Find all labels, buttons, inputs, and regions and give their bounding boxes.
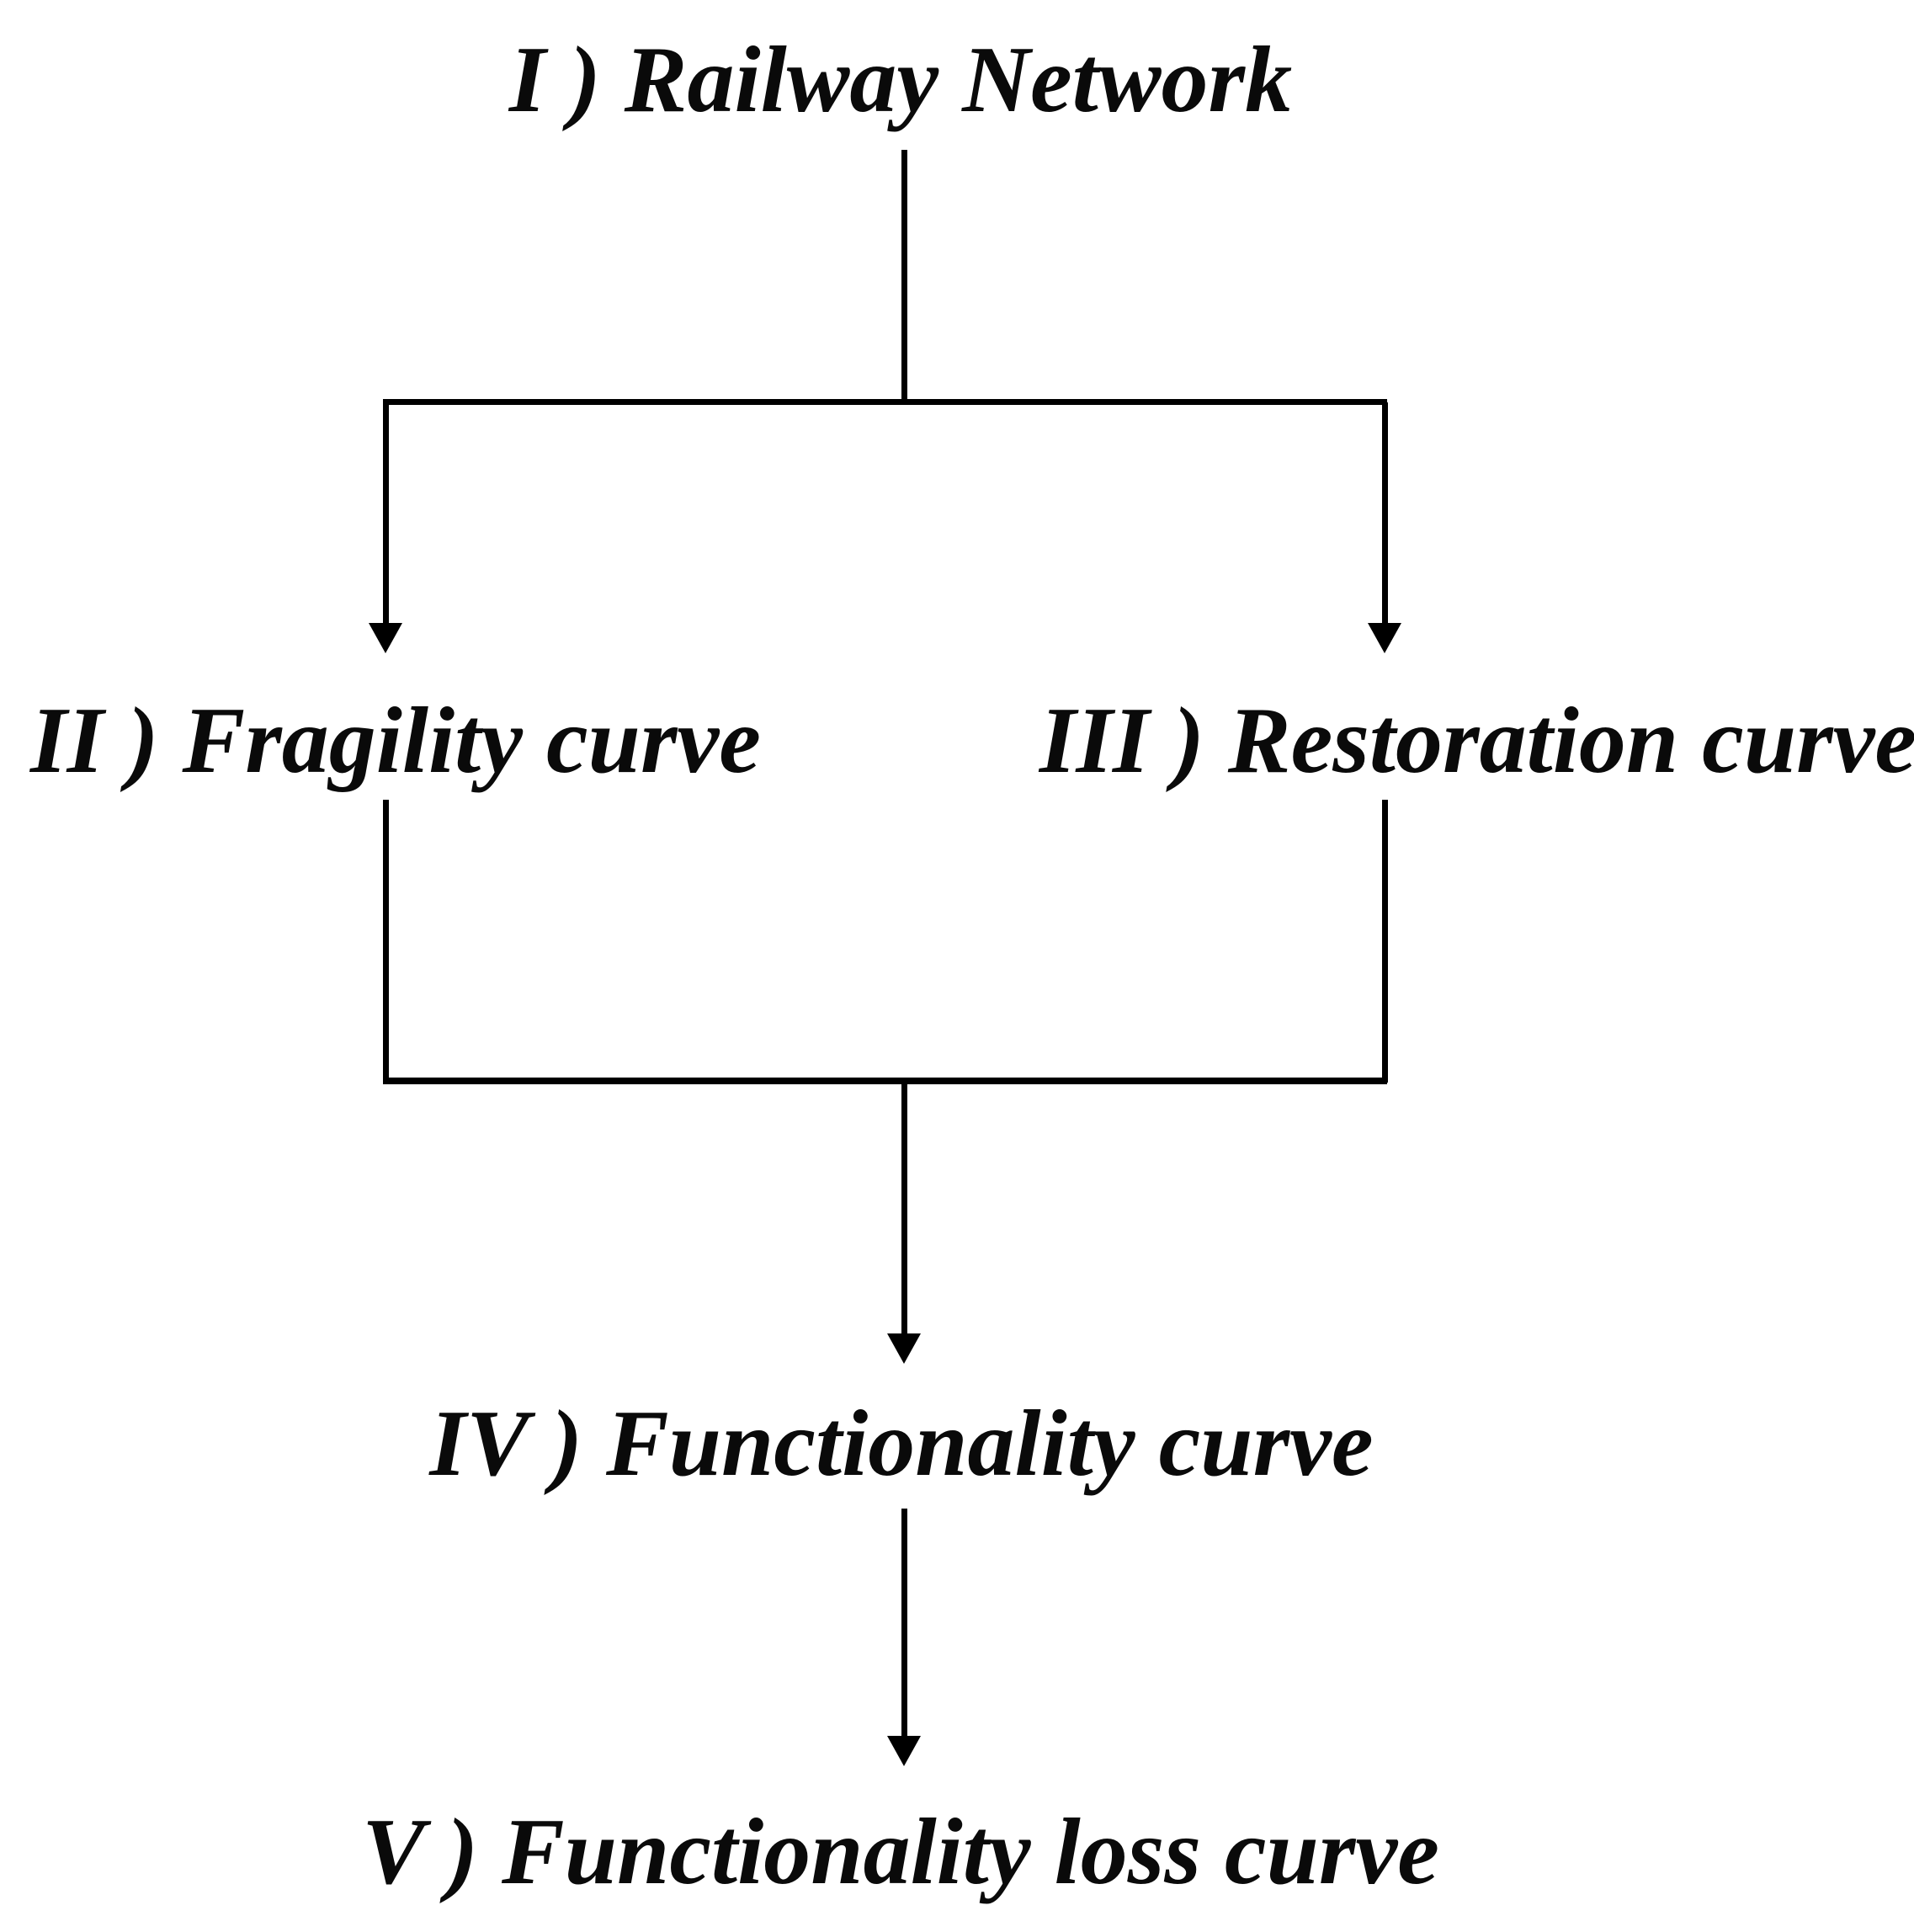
edge-from-restoration-curve: [1382, 800, 1388, 1083]
node-railway-network: I ) Railway Network: [508, 28, 1293, 132]
arrow-down-icon: [369, 623, 402, 653]
node-fragility-curve: II ) Fragility curve: [30, 689, 761, 793]
arrow-down-icon: [887, 1736, 921, 1766]
edge-stem-from-railway-network: [901, 150, 907, 402]
edge-from-fragility-curve: [383, 800, 389, 1083]
arrow-down-icon: [887, 1333, 921, 1364]
edge-to-fragility-curve: [383, 402, 389, 628]
arrow-down-icon: [1368, 623, 1401, 653]
node-restoration-curve: III ) Restoration curve: [1039, 689, 1914, 793]
edge-merge-bar: [383, 1078, 1387, 1084]
edge-split-bar: [383, 399, 1387, 405]
edge-to-functionality-loss-curve: [901, 1509, 907, 1739]
edge-to-functionality-curve: [901, 1083, 907, 1337]
edge-to-restoration-curve: [1382, 402, 1388, 628]
node-functionality-loss-curve: V ) Functionality loss curve: [362, 1800, 1439, 1904]
node-functionality-curve: IV ) Functionality curve: [429, 1392, 1374, 1496]
